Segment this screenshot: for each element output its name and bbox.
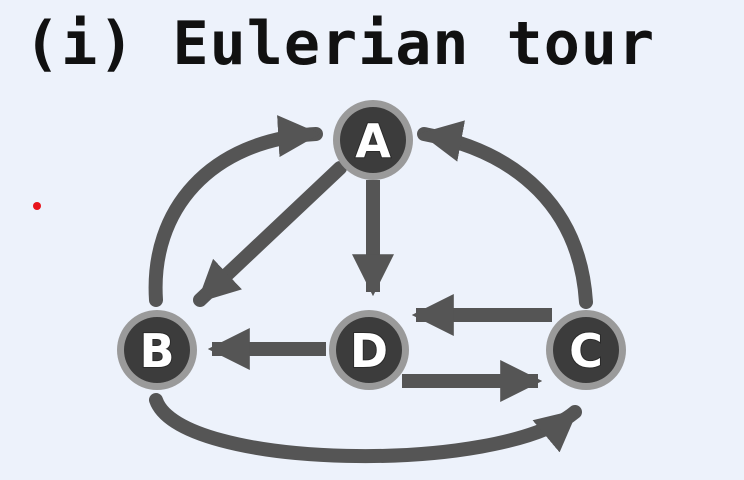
node-c: C bbox=[546, 310, 626, 390]
node-d: D bbox=[329, 310, 409, 390]
edge-b-to-a bbox=[148, 115, 323, 307]
edges bbox=[148, 115, 593, 464]
edge-a-to-b bbox=[193, 161, 347, 307]
edge-c-to-a bbox=[417, 120, 593, 309]
edge-b-to-c bbox=[149, 393, 582, 464]
node-b: B bbox=[117, 310, 197, 390]
node-d-label: D bbox=[350, 324, 388, 378]
laser-pointer-dot bbox=[33, 202, 41, 210]
slide-title: (i) Eulerian tour bbox=[24, 9, 656, 79]
node-a: A bbox=[333, 100, 413, 180]
node-c-label: C bbox=[569, 324, 603, 378]
node-a-label: A bbox=[355, 114, 391, 168]
node-b-label: B bbox=[139, 324, 174, 378]
